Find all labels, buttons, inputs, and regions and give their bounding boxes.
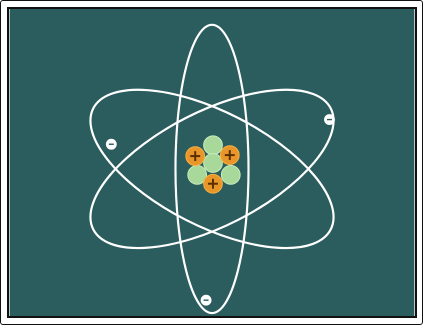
proton	[186, 147, 205, 166]
electron-right	[324, 114, 335, 125]
atom-icon	[9, 9, 415, 316]
neutron	[204, 154, 223, 173]
electron-bottom	[201, 295, 212, 306]
electron-left	[106, 139, 117, 150]
proton	[220, 146, 239, 165]
proton	[204, 174, 223, 193]
atom-illustration	[7, 7, 417, 318]
neutron	[221, 165, 240, 184]
neutron	[204, 136, 223, 155]
